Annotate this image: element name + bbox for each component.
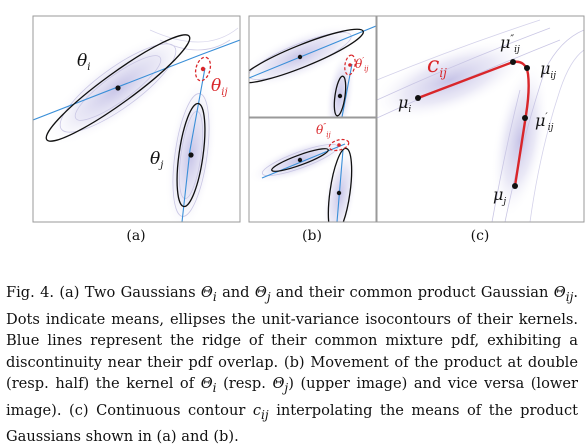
panel-b-upper: θ′ij [249,16,376,117]
caption-text: and [216,284,255,301]
figure-4: θi θj θij θ′ij θ″ij [32,15,585,223]
panel-a: θi θj θij [33,16,240,222]
caption-math: Θij [553,284,574,304]
panel-b-lower: θ″ij [249,118,376,222]
panel-c-label: (c) [470,228,490,244]
kernel-ellipse-j [176,102,206,208]
kernel-ellipse-i [249,28,364,84]
product-mean-dot [200,66,206,72]
panel-c: cij μi μ″ij μij μ′ij μj [377,16,584,222]
label-theta-i: θi [77,51,90,73]
mean-dot-mu-j [512,183,518,189]
ridge-line [249,25,376,79]
product-ellipse [328,138,350,152]
caption-text: interpolating the means of the product G… [6,401,578,446]
caption-math: Θj [272,375,289,396]
label-theta-ij-double-prime: θ″ij [316,122,331,139]
ridge-line [336,149,344,222]
ridge-line [341,63,353,117]
label-c-ij: cij [427,53,447,80]
ridge-line [181,67,206,222]
label-theta-ij-prime: θ′ij [355,56,369,73]
label-mu-ij-double-prime: μ″ij [500,33,520,55]
caption-text: (a) Two Gaussians [59,284,201,301]
product-mean-dot [337,143,341,147]
label-mu-ij: μij [540,59,556,81]
panel-a-label: (a) [126,228,146,244]
contour-c-ij [417,60,530,187]
caption-text: (resp. [216,375,273,393]
kernel-ellipse-j [333,75,347,117]
mean-dot-mu-i [415,95,421,101]
mean-dot [336,190,342,196]
mean-dot [115,85,121,91]
label-theta-j: θj [150,149,163,171]
product-ellipse [344,54,356,76]
figure-caption: Fig. 4. (a) Two Gaussians Θi and Θj and … [6,282,578,448]
kernel-ellipse-j [327,147,353,222]
mean-dot-mu-ij-double-prime [510,59,516,65]
label-mu-i: μi [398,93,411,115]
mean-dot-mu-ij [524,65,530,71]
product-mean-dot [348,63,352,67]
caption-math: Θi [200,284,217,304]
ridge-line [33,39,240,121]
panel-b-label: (b) [302,228,322,244]
product-ellipse [194,56,212,82]
label-mu-j: μj [493,185,506,207]
mean-dot [337,93,343,99]
mean-dot [297,54,303,60]
caption-text: . Dots indicate means, ellipses the unit… [6,284,579,393]
caption-fig-number: Fig. 4. [6,284,55,301]
kernel-ellipse-i [45,34,191,142]
mean-dot [188,152,194,158]
mean-dot-mu-ij-prime [522,115,528,121]
caption-math: cij [252,401,269,422]
label-theta-ij: θij [211,76,228,98]
caption-math: Θj [254,284,271,304]
caption-math: Θi [200,375,217,396]
caption-text: and their common product Gaussian [270,284,554,301]
caption-text: ) (upper image) and vice versa (lower im… [6,375,578,419]
label-mu-ij-prime: μ′ij [535,111,554,133]
mean-dot [297,157,303,163]
kernel-ellipse-i [271,148,329,172]
